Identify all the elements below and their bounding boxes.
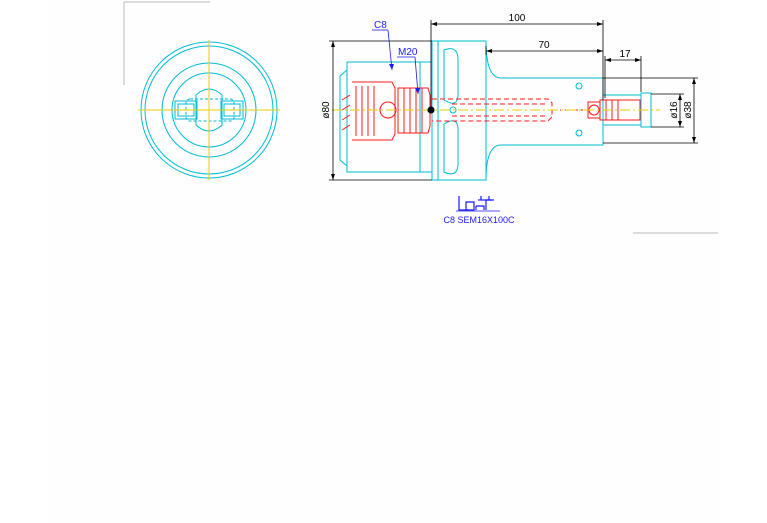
dimension-lines [329,20,698,181]
dim-bore-diameter: ø16 [669,101,680,119]
dim-shank-length: 70 [538,40,550,51]
dim-shank-diameter: ø38 [683,101,694,119]
callout-thread: M20 [398,47,418,58]
end-view-centerlines [138,40,280,180]
callout-leader-ends [389,64,420,94]
callout-leaders [372,29,419,95]
sheet-frame-corner [123,1,210,85]
drawing-sheet [47,0,718,523]
dim-overall-length: 100 [509,13,526,24]
dim-nose-length: 17 [619,49,631,60]
dimension-arrows [331,22,696,180]
part-number: C8 SEM16X100C [443,215,515,225]
pivot-marker [427,106,435,114]
dim-body-diameter: ø80 [321,101,332,119]
company-logo [456,196,500,212]
callout-collet: C8 [374,20,387,31]
internal-geometry [341,81,641,141]
